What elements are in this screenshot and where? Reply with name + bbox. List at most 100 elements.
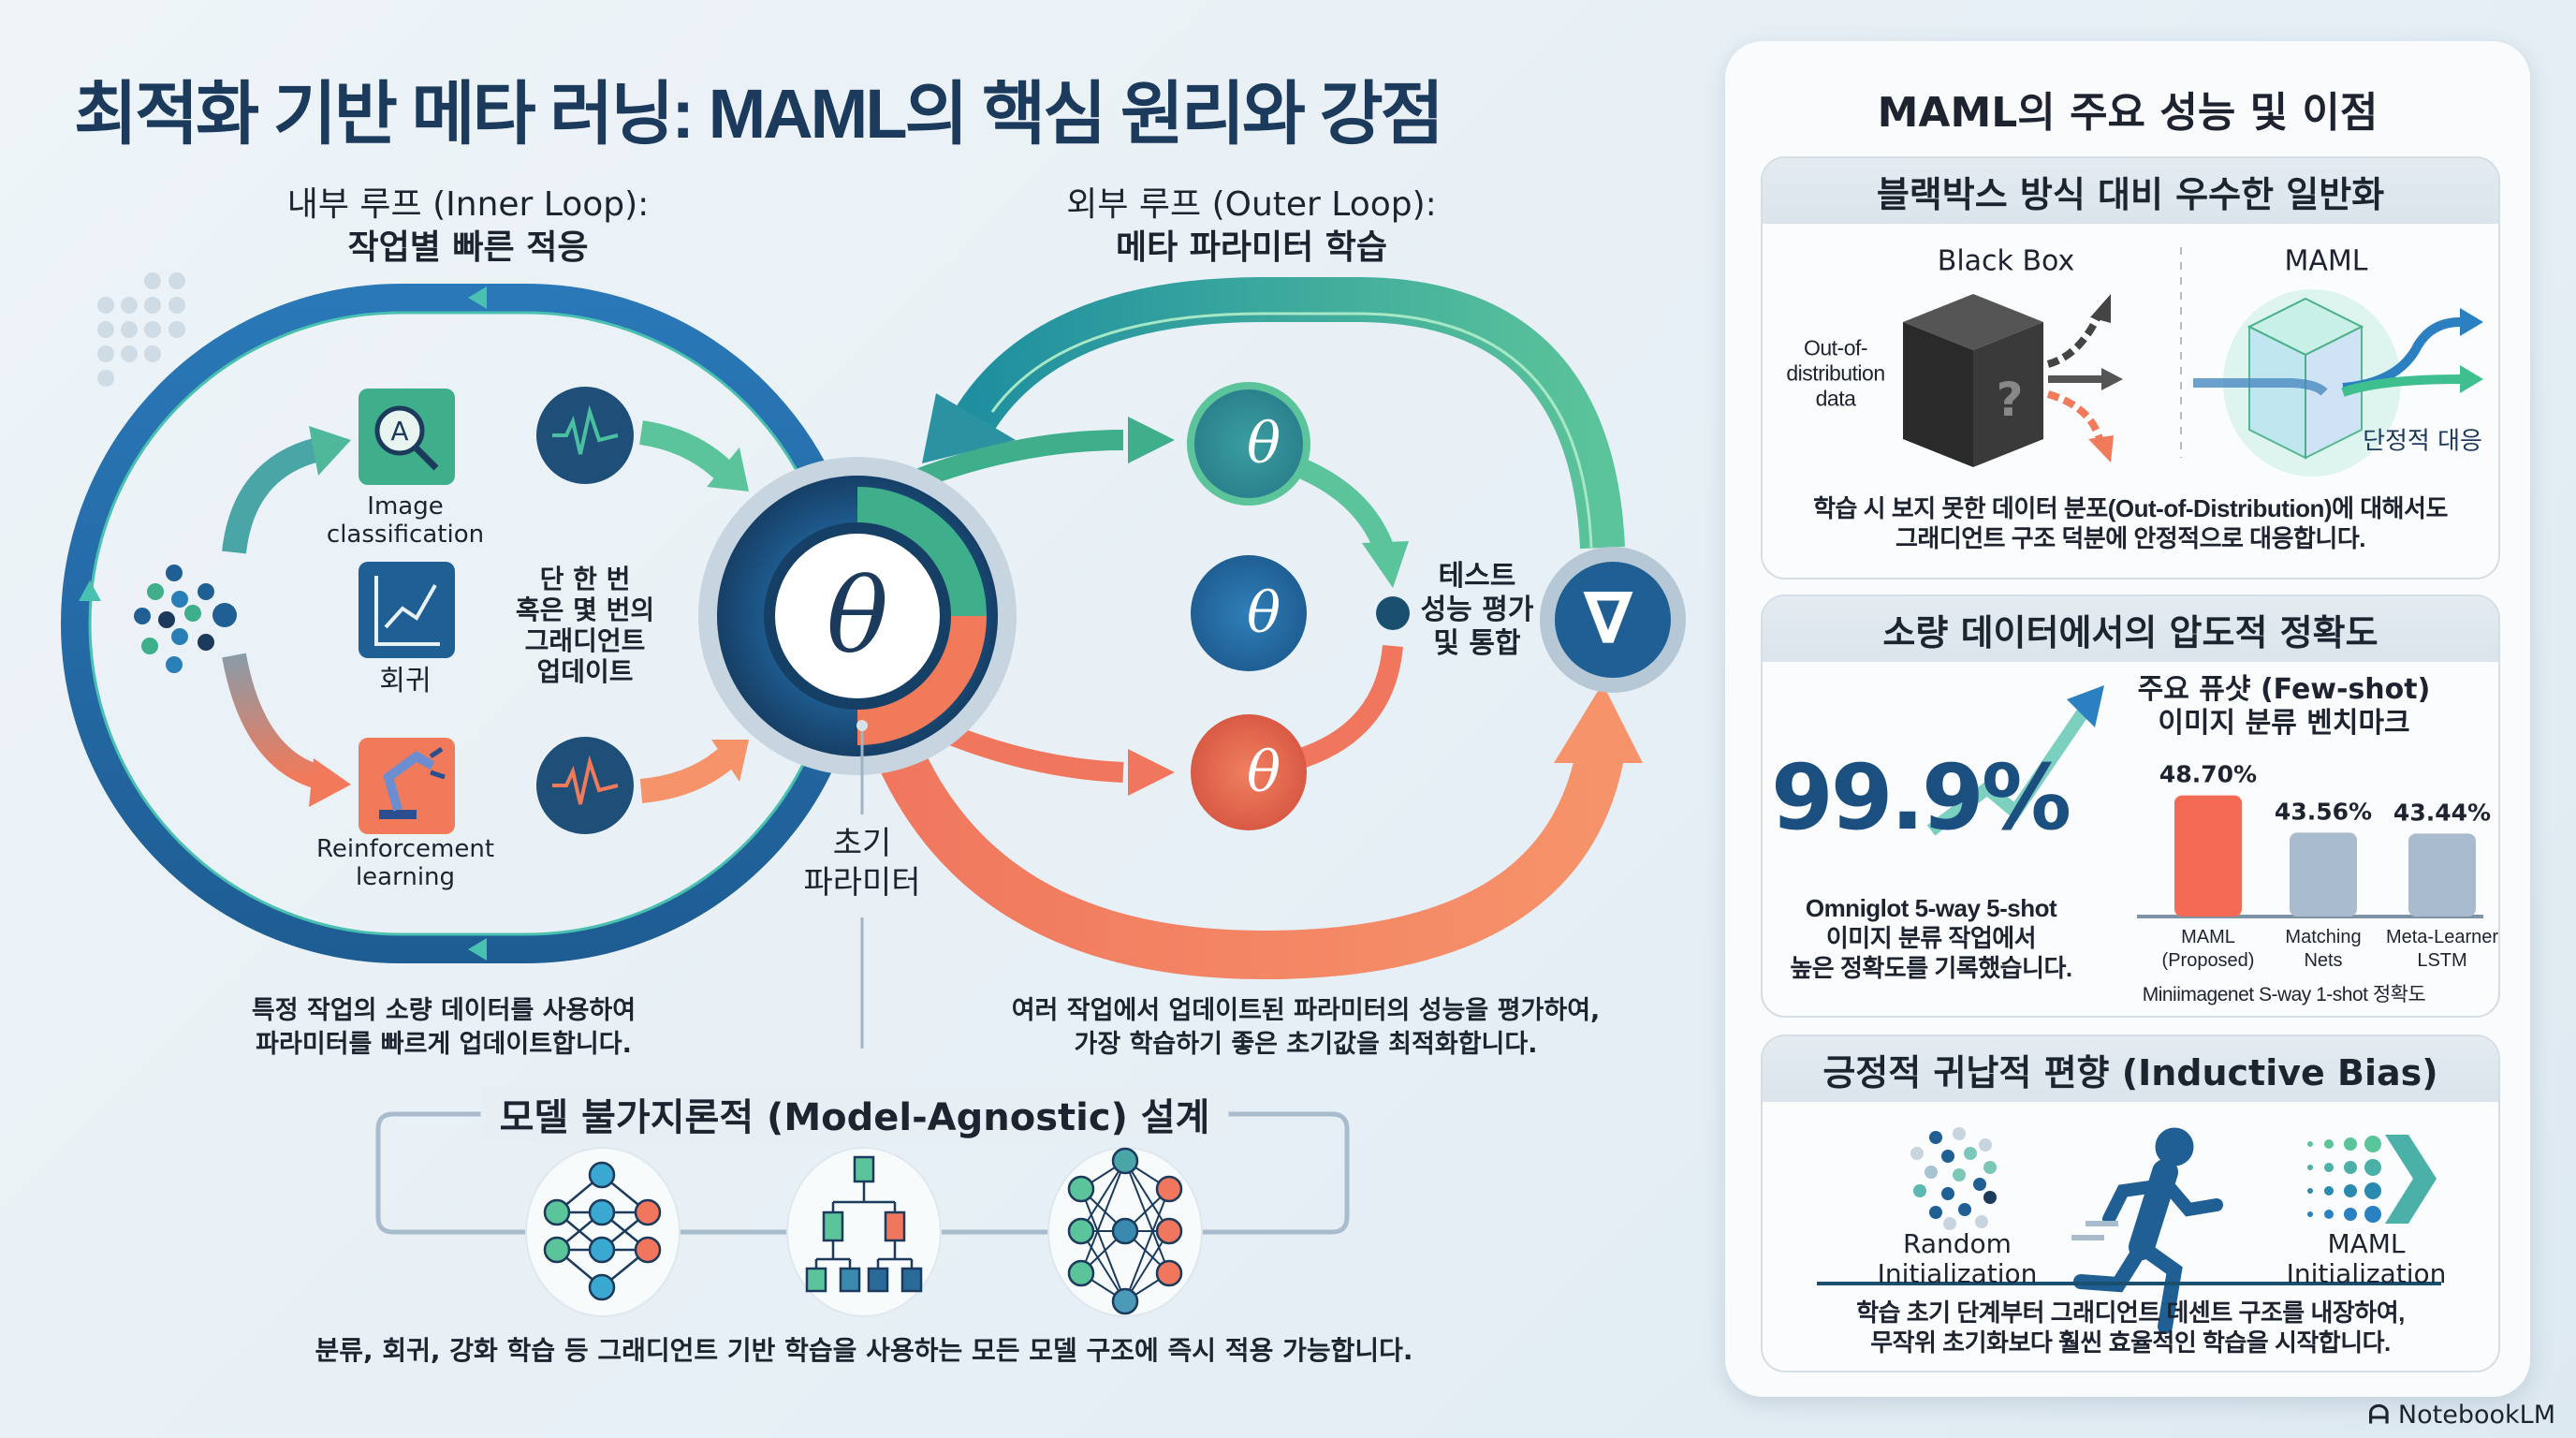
adapted-theta-teal (1187, 382, 1310, 506)
outer-caption-line1: 여러 작업에서 업데이트된 파라미터의 성능을 평가하여, (1011, 996, 1601, 1025)
decision-tree-icon (786, 1147, 942, 1317)
ood-line2: distribution (1786, 360, 1885, 386)
random-line2: Initialization (1877, 1258, 2038, 1289)
test-line-3: 및 통합 (1433, 627, 1521, 660)
random-dots-icon (1910, 1127, 1997, 1230)
brand-text: NotebookLM (2397, 1401, 2555, 1430)
scatter-arrow-down (2046, 390, 2103, 441)
gen-caption-line1: 학습 시 보지 못한 데이터 분포(Out-of-Distribution)에 … (1813, 494, 2448, 522)
task-label-regression: 회귀 (379, 665, 432, 697)
inner-loop-arrow-left-icon (79, 580, 101, 601)
inner-loop-title-line1: 내부 루프 (Inner Loop): (286, 185, 650, 224)
maml-init-line1: MAML (2327, 1228, 2406, 1259)
benefits-panel: MAML의 주요 성능 및 이점 블랙박스 방식 대비 우수한 일반화 Blac… (1725, 41, 2530, 1397)
page-title: 최적화 기반 메타 러닝: MAML의 핵심 원리와 강점 (74, 75, 1444, 153)
omniglot-line2: 이미지 분류 작업에서 (1825, 924, 2037, 952)
test-evaluation-text: 테스트 성능 평가 및 통합 (1421, 560, 1534, 661)
accuracy-card: 소량 데이터에서의 압도적 정확도 99.9% Omniglot 5-way 5… (1761, 594, 2500, 1018)
gradient-wave-icon-bottom (536, 737, 634, 834)
outer-loop-title: 외부 루프 (Outer Loop): 메타 파라미터 학습 (1066, 183, 1437, 270)
arrowhead-test-top-icon (1362, 541, 1409, 588)
stable-response-label: 단정적 대응 (2363, 427, 2482, 456)
bar-value-label: 48.70% (2159, 761, 2257, 788)
bar-category-label: MAML (2181, 927, 2235, 947)
arrow-wave-to-center-bottom (639, 748, 734, 803)
maml-label: MAML (2284, 244, 2368, 278)
arrow-to-rl-task (222, 653, 323, 789)
task-data-dots-icon (134, 565, 237, 673)
arrowhead-wave-bottom-icon (711, 740, 749, 782)
maml-output-arrowhead-blue-icon (2460, 308, 2483, 336)
bar-0 (2174, 795, 2242, 917)
arrowhead-wave-top-icon (707, 448, 749, 492)
arrow-orange-theta-to-test (1297, 644, 1403, 769)
inner-caption-line1: 특정 작업의 소량 데이터를 사용하여 (251, 996, 637, 1025)
omniglot-accuracy-number: 99.9% (1770, 745, 2071, 850)
random-line1: Random (1903, 1228, 2012, 1259)
bar-1 (2290, 832, 2357, 917)
random-initialization-label: Random Initialization (1878, 1229, 2038, 1289)
bar-category-label: LSTM (2417, 950, 2466, 971)
initial-parameter-line1: 초기 (832, 825, 892, 862)
outer-loop-title-line1: 외부 루프 (Outer Loop): (1066, 185, 1437, 224)
generalization-card-header: 블랙박스 방식 대비 우수한 일반화 (1763, 158, 2498, 224)
adapted-theta-blue-symbol: θ (1246, 580, 1281, 646)
generalization-caption: 학습 시 보지 못한 데이터 분포(Out-of-Distribution)에 … (1813, 493, 2448, 553)
robot-arm-icon (359, 738, 455, 834)
model-agnostic-title: 모델 불가지론적 (Model-Agnostic) 설계 (480, 1087, 1229, 1141)
inner-loop-arrow-bottom-icon (468, 938, 487, 961)
inductive-bias-card: 긍정적 귀납적 편향 (Inductive Bias) (1761, 1034, 2500, 1372)
omniglot-line3: 높은 정확도를 기록했습니다. (1790, 954, 2072, 982)
model-agnostic-caption: 분류, 회귀, 강화 학습 등 그래디언트 기반 학습을 사용하는 모든 모델 … (315, 1335, 1413, 1366)
adapted-theta-blue (1191, 555, 1307, 671)
adapted-theta-orange (1191, 714, 1307, 830)
chart-xlabel: Miniimagenet S-way 1-shot 정확도 (2142, 984, 2426, 1005)
outer-loop-caption: 여러 작업에서 업데이트된 파라미터의 성능을 평가하여, 가장 학습하기 좋은… (1012, 994, 1601, 1062)
inductive-bias-illustration (1817, 1127, 2441, 1334)
notebooklm-logo-icon: ᗩ (2368, 1401, 2398, 1430)
bar-category-label: Meta-Learner (2386, 927, 2498, 947)
decorative-dot-grid (97, 272, 185, 387)
bar-value-label: 43.56% (2275, 798, 2372, 825)
nabla-gradient-icon: ∇ (1583, 576, 1633, 660)
image-classification-icon: A (359, 389, 455, 485)
speed-lines-icon (2071, 1221, 2118, 1240)
bias-caption-line2: 무작위 초기화보다 훨씬 효율적인 학습을 시작합니다. (1870, 1328, 2391, 1357)
arrowhead-to-image-icon (309, 426, 351, 476)
benefits-panel-title: MAML의 주요 성능 및 이점 (1877, 89, 2378, 137)
task-label-image: Image classification (321, 492, 490, 549)
adapted-theta-teal-symbol: θ (1246, 411, 1281, 477)
notebooklm-brand: ᗩ NotebookLM (2368, 1401, 2555, 1431)
inductive-bias-caption: 학습 초기 단계부터 그래디언트 데센트 구조를 내장하여, 무작위 초기화보다… (1856, 1298, 2405, 1357)
black-box-label: Black Box (1937, 244, 2075, 278)
arrowhead-to-rl-icon (309, 758, 351, 807)
initial-parameter-line2: 파라미터 (803, 864, 921, 902)
task-label-rl: Reinforcement learning (302, 835, 508, 891)
outer-caption-line2: 가장 학습하기 좋은 초기값을 최적화합니다. (1074, 1030, 1538, 1059)
initial-parameter-label: 초기 파라미터 (803, 824, 920, 902)
svg-text:A: A (390, 416, 408, 447)
outer-loop-teal-arc (954, 277, 1625, 550)
bar-category-label: Nets (2304, 950, 2342, 971)
test-evaluation-dot (1376, 596, 1410, 630)
bar-value-label: 43.44% (2393, 799, 2491, 826)
benchmark-bar-chart: 48.70%MAML(Proposed)43.56%MatchingNets43… (2137, 761, 2498, 971)
update-line-4: 업데이트 (536, 656, 634, 687)
question-mark-icon: ? (1996, 373, 2023, 427)
task-label-image-text: Image classification (326, 492, 485, 549)
gradient-update-text: 단 한 번 혹은 몇 번의 그래디언트 업데이트 (516, 564, 654, 687)
regression-chart-icon (359, 562, 455, 658)
gradient-wave-icon-top (536, 387, 634, 484)
arrow-to-image-task (222, 437, 322, 554)
chart-title-line2: 이미지 분류 벤치마크 (2158, 707, 2410, 740)
generalization-card: 블랙박스 방식 대비 우수한 일반화 Black Box MAML Out-of… (1761, 156, 2500, 580)
pointer-dot (856, 720, 868, 731)
inner-loop-title-line2: 작업별 빠른 적응 (347, 228, 589, 267)
maml-input-stream (2193, 378, 2328, 396)
bar-category-label: Matching (2285, 927, 2361, 947)
generalization-illustration: ? (1903, 247, 2483, 477)
arrow-wave-to-center-top (638, 420, 735, 482)
scatter-arrow-up (2046, 311, 2103, 368)
black-box-cube-icon (1903, 294, 2043, 467)
dense-network-icon (1047, 1147, 1203, 1317)
